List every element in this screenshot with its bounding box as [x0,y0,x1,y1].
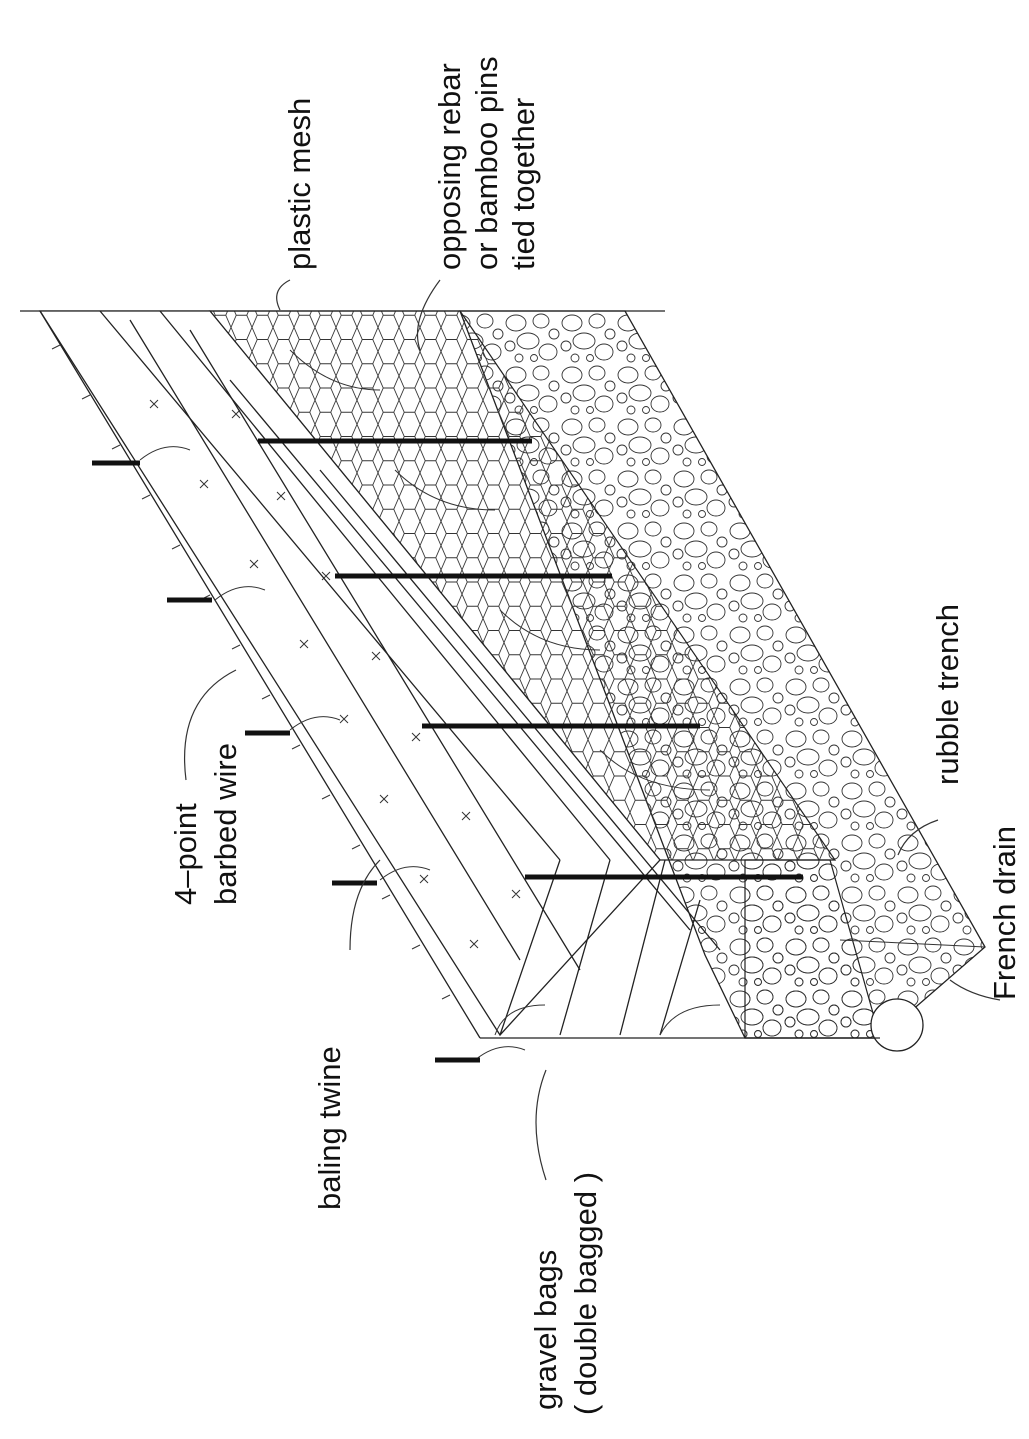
earth-edge [39,310,481,1039]
leader-french-drain [949,979,1001,1001]
earth-ticks [51,344,451,1000]
bag-seams [289,349,711,791]
bag-rows [99,310,721,951]
label-rebar-line3: tied together [506,98,541,270]
label-plastic-mesh: plastic mesh [282,98,317,270]
french-drain-line [839,939,986,948]
french-drain-pipe [870,998,924,1052]
label-french-drain: French drain [987,826,1022,1000]
bag-ends [499,859,701,1036]
leader-barbed-wire [184,669,237,781]
leader-gravel-bags [535,1069,547,1181]
leader-rebar [416,279,441,351]
label-gravel-line1: gravel bags [528,1250,563,1410]
leader-rubble-trench [897,819,939,856]
leader-baling-twine [349,859,381,951]
label-baling-twine: baling twine [312,1046,347,1210]
barbs [149,399,521,949]
bag-end-curves [494,1004,721,1036]
baling-twine [139,446,526,1061]
label-barbed-line2: barbed wire [208,743,243,905]
label-rubble-trench: rubble trench [930,604,965,785]
label-gravel-line2: ( double bagged ) [568,1172,603,1415]
label-rebar-line1: opposing rebar [432,63,467,270]
rebar-pins [92,438,803,1063]
label-rebar-line2: or bamboo pins [469,56,504,270]
gravel-bags [38,310,661,1037]
barbed-wire [129,319,581,971]
leader-plastic-mesh [276,279,291,311]
label-barbed-line1: 4–point [168,803,203,905]
